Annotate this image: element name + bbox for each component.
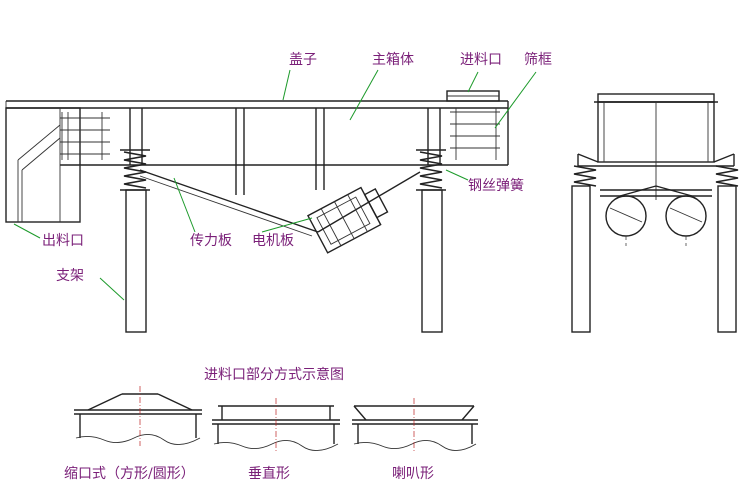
inlet-type-1-label: 缩口式（方形/圆形） bbox=[64, 466, 195, 482]
inlet-type-2-label: 垂直形 bbox=[248, 466, 290, 482]
inlet-type-3-label: 喇叭形 bbox=[392, 466, 434, 482]
inlet-type-vertical bbox=[212, 398, 340, 452]
spring-left bbox=[120, 149, 150, 191]
label-outlet: 出料口 bbox=[42, 233, 84, 249]
label-cover: 盖子 bbox=[289, 52, 317, 68]
inlet-section-title: 进料口部分方式示意图 bbox=[204, 367, 344, 383]
label-motor-plate: 电机板 bbox=[252, 233, 294, 249]
label-spring: 钢丝弹簧 bbox=[468, 178, 524, 194]
leader-lines bbox=[13, 69, 537, 301]
spring-right bbox=[416, 149, 446, 191]
motor bbox=[307, 186, 389, 254]
label-inlet: 进料口 bbox=[460, 52, 502, 68]
side-view bbox=[5, 90, 509, 333]
label-main-body: 主箱体 bbox=[372, 52, 414, 68]
inlet-type-converging bbox=[74, 386, 202, 446]
label-screen-frame: 筛框 bbox=[524, 52, 552, 68]
label-support: 支架 bbox=[56, 268, 84, 284]
inlet-type-flared bbox=[352, 398, 478, 452]
end-view bbox=[571, 93, 739, 333]
label-force-plate: 传力板 bbox=[190, 233, 232, 249]
